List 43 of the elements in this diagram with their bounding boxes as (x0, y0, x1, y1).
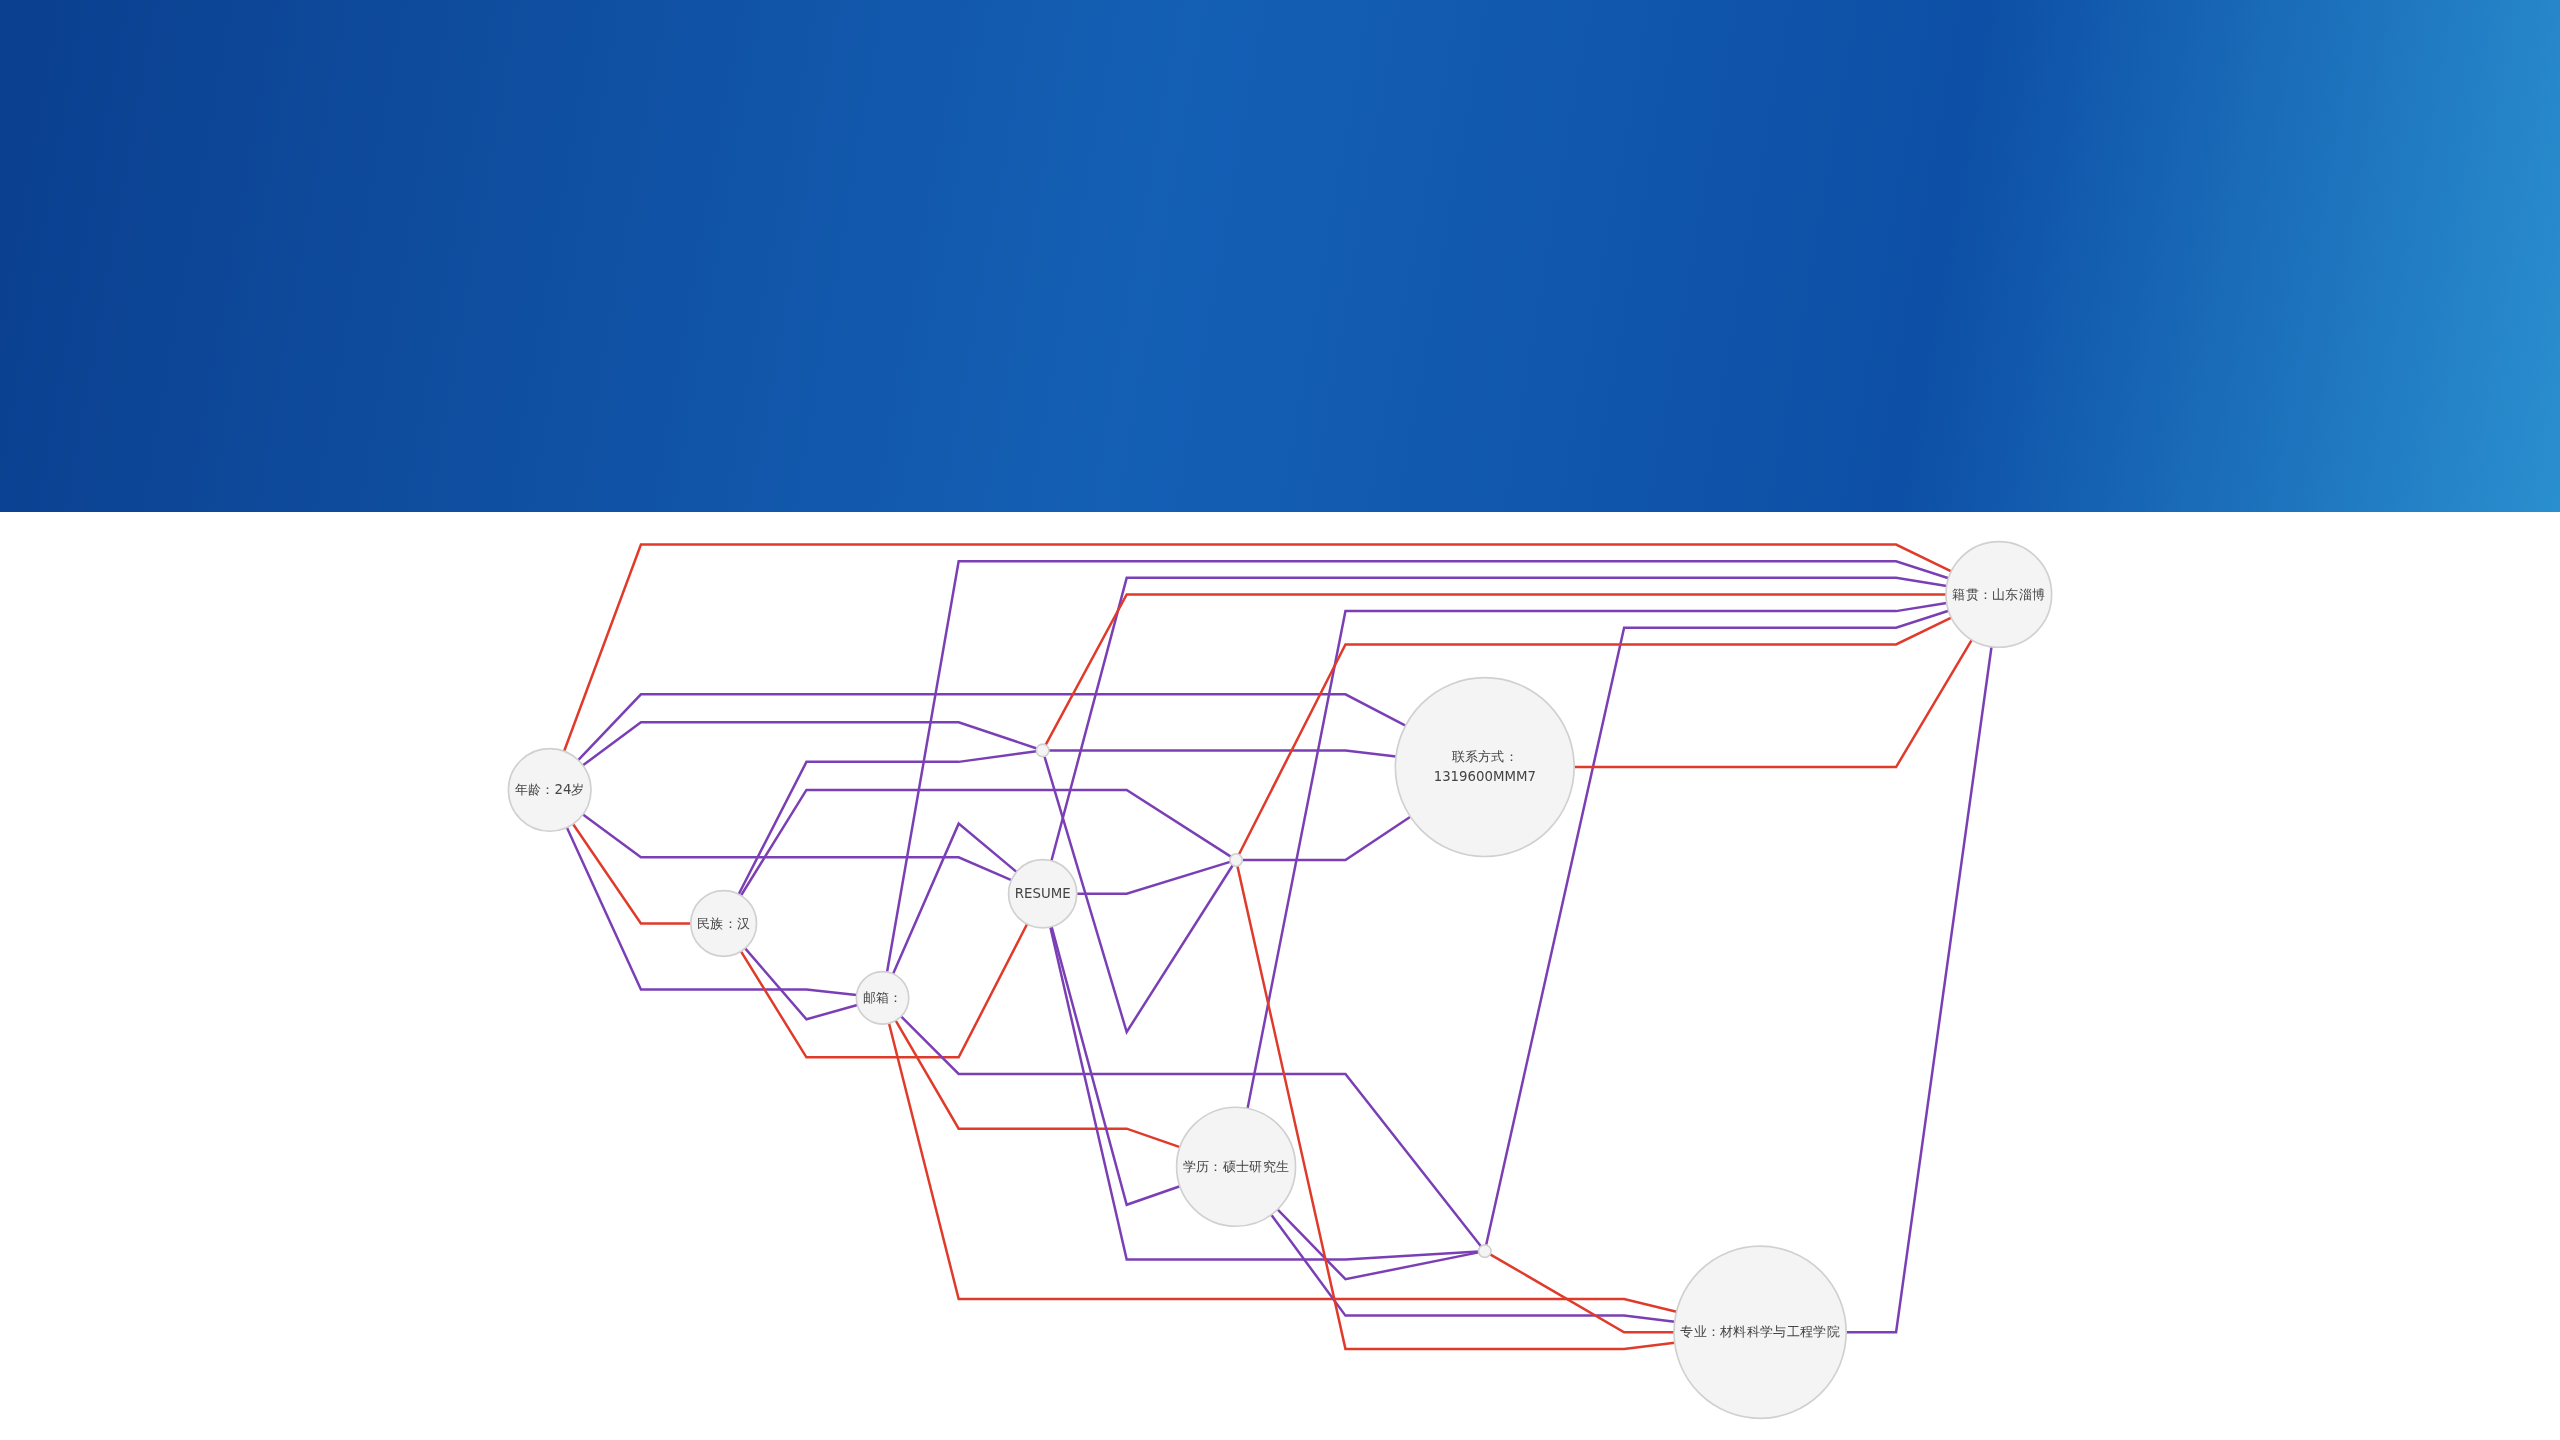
connector (891, 821, 1018, 975)
connector (1242, 815, 1412, 862)
connector (582, 813, 1012, 882)
node-circle: 年龄：24岁 (507, 747, 592, 833)
node-circle (1229, 852, 1244, 868)
connector (1276, 1208, 1479, 1281)
connector (582, 721, 1038, 767)
connector (1050, 576, 1947, 862)
node-circle (1035, 743, 1050, 758)
connector (1076, 860, 1231, 895)
connector (1048, 749, 1397, 758)
connector (562, 543, 1952, 752)
node-circle: 籍贯：山东淄博 (1945, 540, 2053, 649)
connector (1270, 1213, 1675, 1324)
node-circle: RESUME (1007, 858, 1078, 929)
connector (1489, 1253, 1674, 1334)
node-circle: 联系方式：1319600MMM7 (1394, 676, 1575, 858)
connector (565, 827, 857, 997)
node-circle: 学历：硕士研究生 (1175, 1106, 1297, 1228)
connector (1043, 756, 1234, 1035)
connector (1574, 639, 1973, 769)
connector (887, 1023, 1677, 1313)
connector (1050, 926, 1181, 1207)
node-circle (1477, 1244, 1492, 1259)
connector (1484, 609, 1949, 1246)
connector (739, 923, 1029, 1059)
connector (1236, 865, 1675, 1351)
connector (744, 947, 858, 1021)
connector (1049, 926, 1479, 1261)
node-circle: 邮箱： (855, 970, 910, 1025)
connector (1246, 601, 1947, 1109)
connector (577, 693, 1407, 761)
connector (885, 559, 1949, 973)
node-circle: 专业：材料科学与工程学院 (1673, 1245, 1847, 1420)
connector (737, 750, 1037, 895)
connector (739, 788, 1232, 897)
node-circle: 民族：汉 (690, 889, 758, 958)
connector (1044, 593, 1946, 746)
connector (900, 1015, 1482, 1248)
connector (894, 1019, 1181, 1149)
connector (1237, 616, 1952, 855)
connector (571, 823, 691, 925)
connector (1846, 646, 1993, 1334)
